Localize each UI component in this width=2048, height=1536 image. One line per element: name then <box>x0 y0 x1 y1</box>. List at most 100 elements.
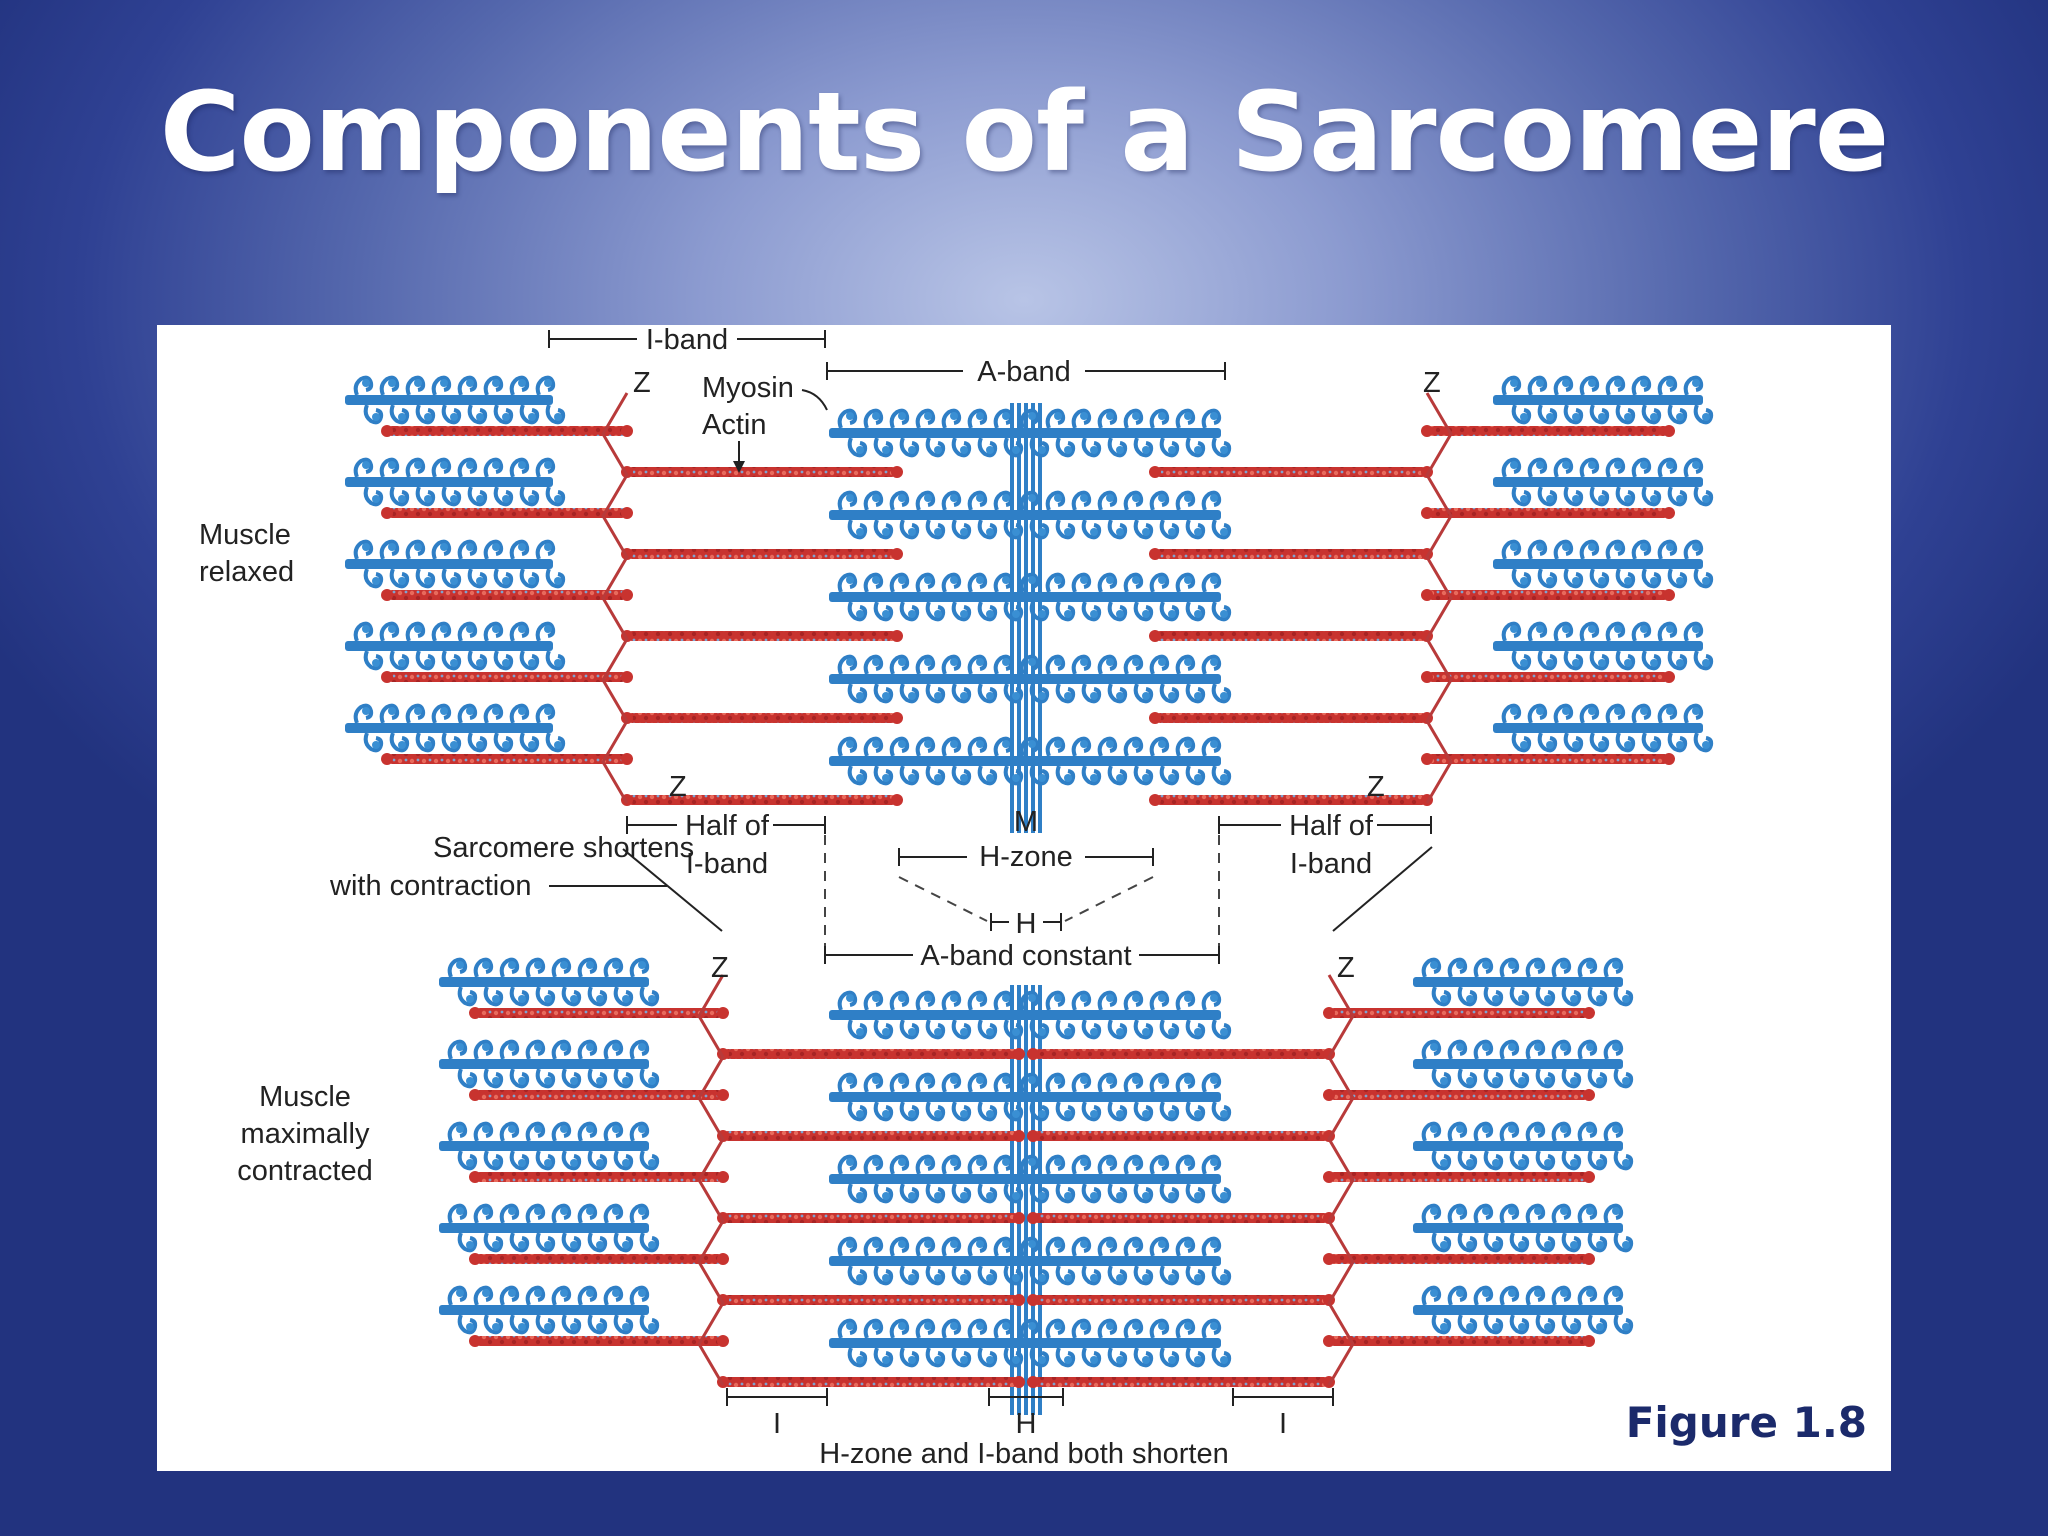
myosin-head <box>977 600 998 622</box>
myosin-head <box>577 1121 598 1143</box>
myosin-head <box>431 703 452 725</box>
myosin-head <box>1431 1231 1452 1253</box>
myosin-filament <box>1493 559 1703 569</box>
myosin-head <box>551 1203 572 1225</box>
myosin-head <box>447 1121 468 1143</box>
myosin-head <box>1055 600 1076 622</box>
myosin-head <box>1081 600 1102 622</box>
myosin-head <box>389 649 410 671</box>
myosin-head <box>1641 403 1662 425</box>
actin-filament <box>627 549 897 559</box>
shortens-label-1: Sarcomere shortens <box>433 832 694 864</box>
actin-tip <box>381 753 393 765</box>
actin-filament <box>475 1336 723 1346</box>
myosin-head <box>1587 985 1608 1007</box>
myosin-head <box>551 1285 572 1307</box>
myosin-head <box>915 1318 936 1340</box>
myosin-filament <box>829 1092 1221 1102</box>
myosin-head <box>473 957 494 979</box>
myosin-head <box>1605 375 1626 397</box>
myosin-head <box>1201 1072 1222 1094</box>
myosin-head <box>837 408 858 430</box>
myosin-head <box>535 703 556 725</box>
myosin-head <box>1175 1154 1196 1176</box>
myosin-head <box>1693 485 1714 507</box>
myosin-head <box>1421 1121 1442 1143</box>
myosin-head <box>1071 736 1092 758</box>
myosin-head <box>1175 654 1196 676</box>
myosin-head <box>1657 539 1678 561</box>
myosin-head <box>1457 1149 1478 1171</box>
myosin-head <box>941 490 962 512</box>
myosin-head <box>977 436 998 458</box>
actin-tip <box>1421 671 1433 683</box>
myosin-head <box>1107 1182 1128 1204</box>
myosin-head <box>1149 736 1170 758</box>
i-band-label: I-band <box>646 325 728 356</box>
myosin-head <box>1563 731 1584 753</box>
myosin-head <box>1553 621 1574 643</box>
myosin-head <box>545 649 566 671</box>
myosin-head <box>1133 1018 1154 1040</box>
myosin-head <box>1123 1154 1144 1176</box>
myosin-head <box>447 1039 468 1061</box>
myosin-head <box>1159 682 1180 704</box>
h-label-middle: H <box>1016 908 1037 940</box>
myosin-head <box>525 1039 546 1061</box>
myosin-head <box>951 1182 972 1204</box>
actin-filament <box>1329 1254 1589 1264</box>
myosin-head <box>837 1154 858 1176</box>
myosin-head <box>561 1149 582 1171</box>
myosin-head <box>1553 703 1574 725</box>
myosin-head <box>925 682 946 704</box>
myosin-head <box>483 1149 504 1171</box>
myosin-head <box>1081 682 1102 704</box>
myosin-head <box>847 1018 868 1040</box>
myosin-head <box>1563 485 1584 507</box>
myosin-head <box>873 1264 894 1286</box>
myosin-head <box>483 539 504 561</box>
myosin-head <box>1525 957 1546 979</box>
myosin-head <box>1683 703 1704 725</box>
myosin-head <box>1107 1018 1128 1040</box>
myosin-head <box>847 764 868 786</box>
myosin-head <box>1483 1231 1504 1253</box>
myosin-head <box>603 1285 624 1307</box>
shortens-label-2: with contraction <box>329 870 532 902</box>
myosin-head <box>1509 985 1530 1007</box>
myosin-head <box>1561 1231 1582 1253</box>
myosin-head <box>925 436 946 458</box>
actin-filament <box>1329 1090 1589 1100</box>
myosin-head <box>405 457 426 479</box>
myosin-head <box>1447 1285 1468 1307</box>
myosin-head <box>1123 990 1144 1012</box>
actin-tip <box>1583 1171 1595 1183</box>
actin-filament <box>1155 795 1427 805</box>
actin-filament <box>1155 549 1427 559</box>
actin-tip <box>1013 1376 1025 1388</box>
actin-tip <box>469 1171 481 1183</box>
actin-filament <box>387 672 627 682</box>
myosin-head <box>1149 1072 1170 1094</box>
myosin-head <box>1185 600 1206 622</box>
myosin-head <box>889 1236 910 1258</box>
myosin-head <box>519 567 540 589</box>
myosin-head <box>1501 621 1522 643</box>
myosin-head <box>837 990 858 1012</box>
myosin-head <box>1537 649 1558 671</box>
actin-tip <box>891 794 903 806</box>
myosin-head <box>941 1154 962 1176</box>
myosin-head <box>613 1067 634 1089</box>
myosin-head <box>899 1100 920 1122</box>
actin-filament <box>1427 426 1669 436</box>
myosin-head <box>483 703 504 725</box>
myosin-head <box>1641 567 1662 589</box>
myosin-head <box>1657 621 1678 643</box>
myosin-head <box>1527 703 1548 725</box>
sarcomere-diagram: I-band A-band Z Z Z Z Myosin Actin Muscl… <box>199 325 1867 1470</box>
myosin-head <box>1107 1346 1128 1368</box>
z-label-mid-right: Z <box>1367 771 1385 803</box>
myosin-head <box>1615 567 1636 589</box>
myosin-head <box>1589 649 1610 671</box>
myosin-head <box>1473 957 1494 979</box>
